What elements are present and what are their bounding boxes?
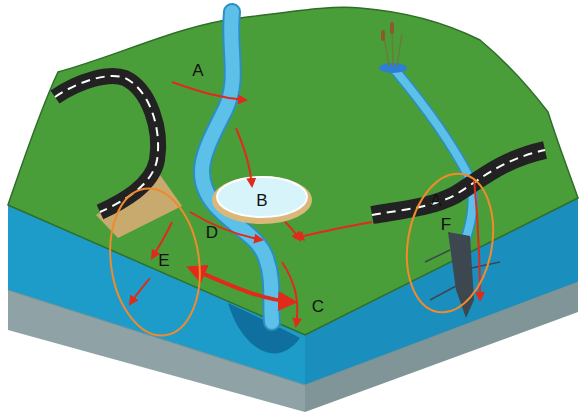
callout-letter: E xyxy=(158,252,169,269)
callout-letter: D xyxy=(206,224,218,241)
callout-letter: B xyxy=(256,192,267,209)
flow-arrow xyxy=(236,128,252,186)
callout-letter: C xyxy=(312,298,324,315)
pond xyxy=(217,177,307,217)
cattail-head xyxy=(381,30,385,41)
highlight-ellipse xyxy=(396,167,503,319)
callout-letter: F xyxy=(441,216,451,233)
road xyxy=(55,76,158,212)
cattail-head xyxy=(390,22,394,34)
flow-arrow xyxy=(285,222,300,240)
cattail-stems xyxy=(383,22,402,66)
exchange-arrow xyxy=(190,268,294,302)
road xyxy=(372,150,545,215)
flow-arrow xyxy=(296,222,372,238)
flow-arrow xyxy=(130,278,150,304)
flow-arrows xyxy=(130,82,480,326)
fracture-lines xyxy=(425,250,500,300)
flow-arrow xyxy=(190,212,262,240)
flow-arrow xyxy=(282,262,297,326)
pond-bank xyxy=(212,176,312,224)
land-surface xyxy=(8,7,578,335)
road-marking xyxy=(372,150,545,215)
road-marking xyxy=(55,76,158,212)
callout-letter: A xyxy=(430,192,441,209)
stream-bank xyxy=(395,70,473,250)
flow-arrow xyxy=(474,178,480,300)
highlight-ellipse xyxy=(101,183,209,342)
stream xyxy=(395,70,473,250)
flow-arrow xyxy=(172,82,246,100)
callout-letter: A xyxy=(192,62,203,79)
